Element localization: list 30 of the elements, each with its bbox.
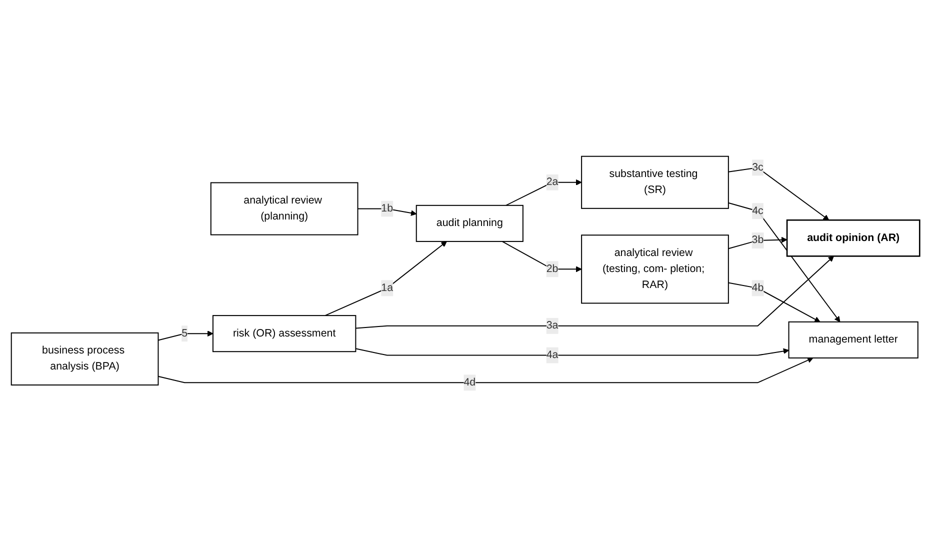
arrow xyxy=(158,330,214,341)
edge-label: 1a xyxy=(381,282,394,294)
arrow xyxy=(728,282,820,322)
arrow xyxy=(357,208,417,216)
node-box: management letter xyxy=(788,321,918,358)
arrow xyxy=(158,357,814,384)
arrow xyxy=(728,167,830,220)
node-box: risk (OR) assessment xyxy=(212,315,356,352)
node-box: substantive testing (SR) xyxy=(581,156,729,209)
arrow xyxy=(324,241,447,316)
edge-label: 3b xyxy=(752,234,764,246)
node-box: analytical review (testing, com- pletion; RAR) xyxy=(581,234,729,304)
arrow xyxy=(355,348,790,356)
arrow xyxy=(502,240,582,272)
edge-label: 3a xyxy=(546,320,558,332)
edge-label: 5 xyxy=(182,328,188,339)
edge-label: 4a xyxy=(546,349,558,361)
node-box: business process analysis (BPA) xyxy=(10,332,159,386)
edge-label: 4b xyxy=(752,282,764,294)
arrow xyxy=(355,256,834,329)
edge-label: 1b xyxy=(381,202,394,214)
node-box: analytical review (planning) xyxy=(210,182,358,236)
edge-label: 3c xyxy=(752,162,764,174)
edge-label: 2a xyxy=(546,176,558,188)
edge-label: 4c xyxy=(752,205,764,216)
arrow xyxy=(505,179,582,206)
node-box: audit opinion (AR) xyxy=(786,219,920,257)
node-box: audit planning xyxy=(416,204,524,242)
edge-label: 2b xyxy=(546,263,558,274)
edge-label: 4d xyxy=(464,376,476,388)
